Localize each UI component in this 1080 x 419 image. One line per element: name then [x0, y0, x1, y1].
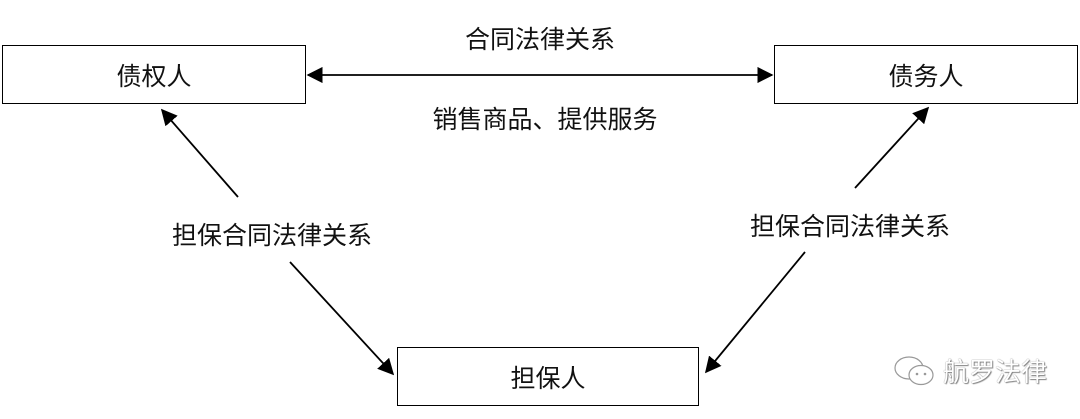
- creditor-label: 债权人: [116, 61, 192, 91]
- guarantee-right-label: 担保合同法律关系: [749, 207, 951, 243]
- contract-relation-label: 合同法律关系: [464, 20, 616, 56]
- contract-content-label: 销售商品、提供服务: [432, 100, 658, 136]
- arrow-to-debtor: [854, 106, 930, 189]
- debtor-label: 债务人: [888, 61, 964, 91]
- guarantee-left-label: 担保合同法律关系: [171, 216, 373, 252]
- watermark: 航罗法律: [893, 352, 1047, 389]
- creditor-node: 债权人: [2, 45, 306, 104]
- debtor-node: 债务人: [774, 45, 1078, 104]
- arrow-to-guarantor-left: [289, 261, 395, 376]
- guarantor-node: 担保人: [397, 347, 699, 406]
- wechat-icon: [894, 355, 934, 385]
- arrow-to-guarantor-right: [704, 251, 806, 374]
- guarantor-label: 担保人: [510, 363, 586, 393]
- watermark-text: 航罗法律: [943, 358, 1048, 388]
- arrow-to-creditor: [160, 108, 239, 198]
